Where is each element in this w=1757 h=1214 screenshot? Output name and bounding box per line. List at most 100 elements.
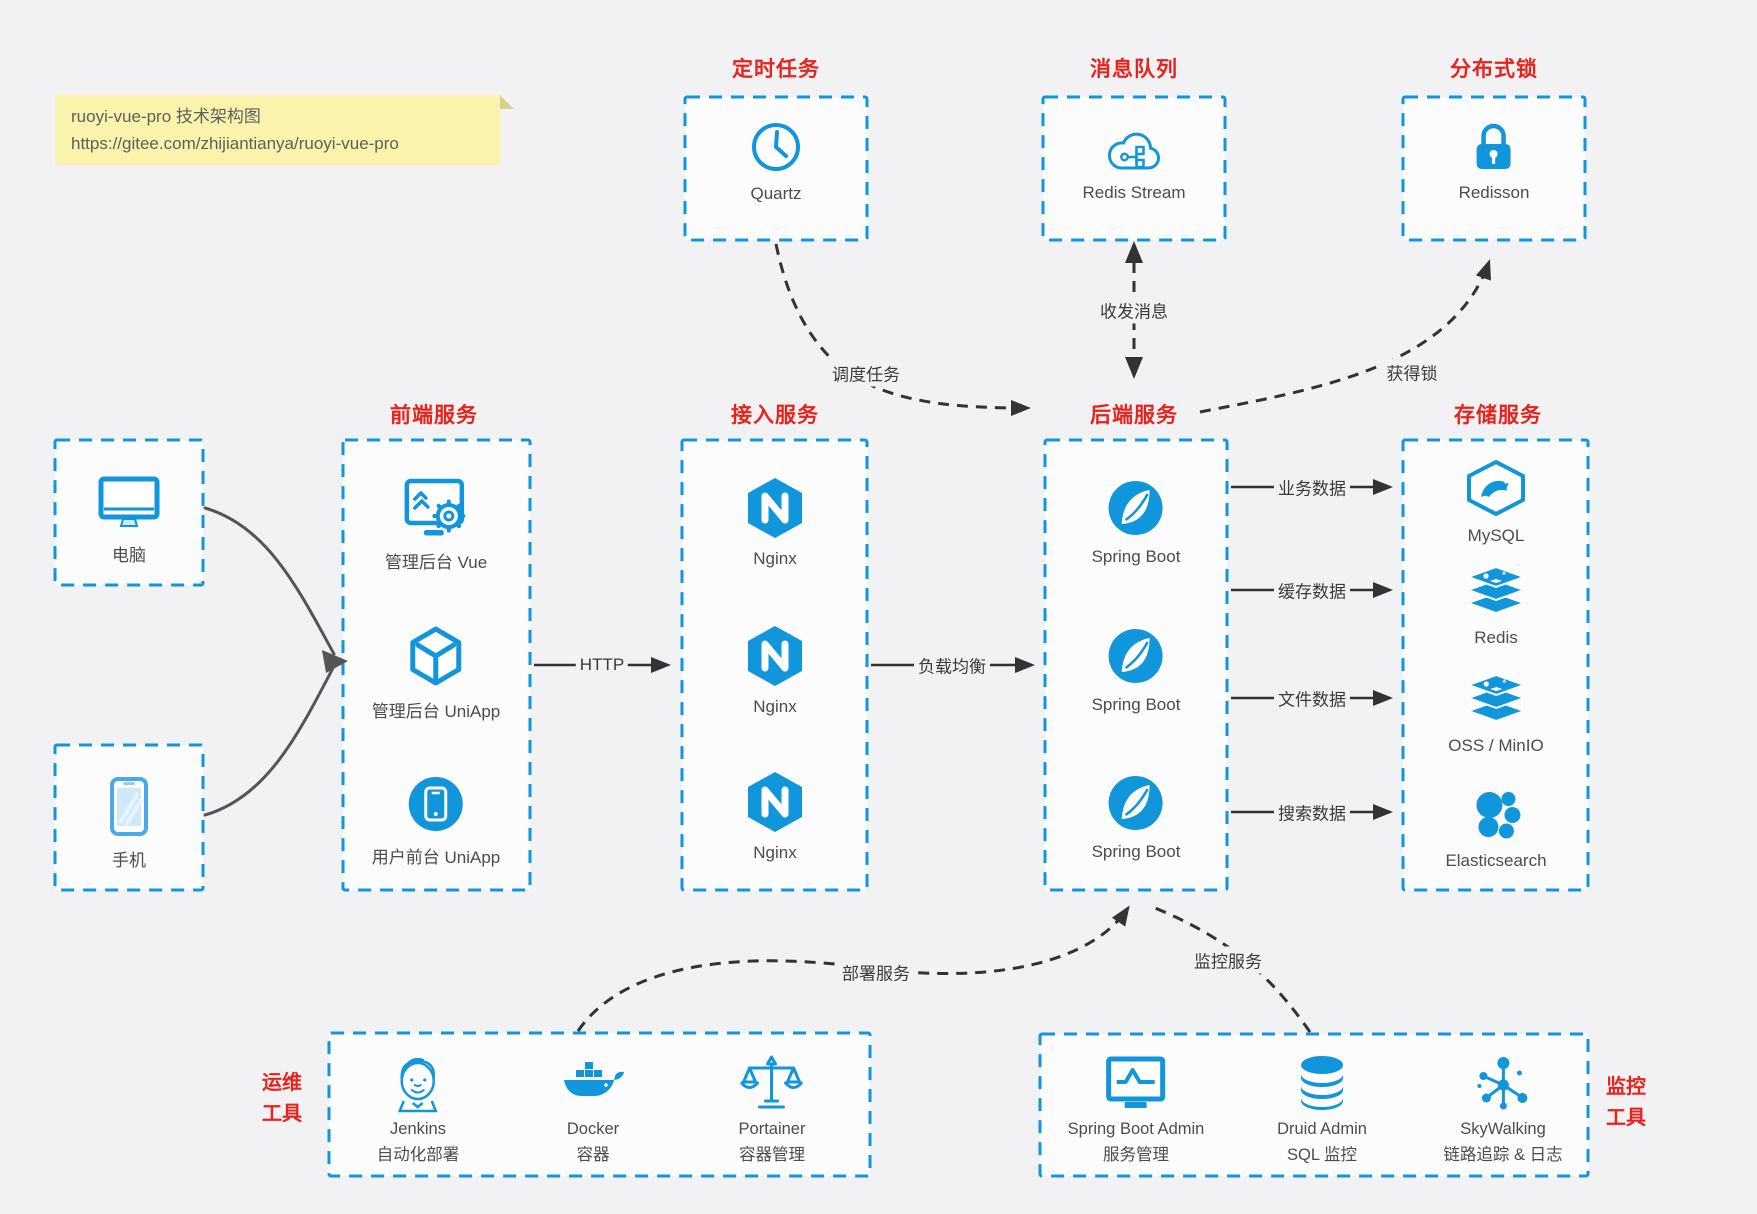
node-spring-boot-admin: Spring Boot Admin 服务管理 [1067, 1052, 1205, 1165]
title-frontend: 前端服务 [390, 404, 478, 427]
desktop-icon [98, 476, 160, 527]
tool-desc: 容器 [576, 1146, 610, 1164]
edge-label-send-receive: 收发消息 [1096, 296, 1172, 324]
tool-name: Spring Boot Admin [1067, 1120, 1205, 1138]
node-label: MySQL [1467, 526, 1525, 545]
node-redis: Redis [1464, 567, 1528, 648]
icon-slot [1104, 1052, 1168, 1114]
tool-name: Portainer [738, 1120, 806, 1138]
node-label: OSS / MinIO [1448, 736, 1544, 755]
node-label: 用户前台 UniApp [371, 848, 501, 867]
tool-desc: 链路追踪 & 日志 [1443, 1146, 1563, 1164]
clock-icon [752, 123, 800, 171]
icon-slot [560, 1052, 626, 1114]
tool-desc: 自动化部署 [376, 1146, 460, 1164]
redis-stream-icon [1108, 132, 1161, 170]
portainer-icon [740, 1055, 803, 1109]
node-druid-admin: Druid Admin SQL 监控 [1277, 1052, 1367, 1165]
title-monitoring-line1: 监控 [1606, 1076, 1646, 1098]
uniapp-cube-icon [410, 626, 462, 686]
edge-label-dispatch-job: 调度任务 [828, 359, 904, 387]
mysql-icon [1467, 460, 1525, 516]
ops-group-box [327, 1031, 872, 1178]
edge-phone-to-frontend [203, 664, 336, 817]
node-pc: 电脑 [96, 474, 162, 566]
tool-name: SkyWalking [1460, 1120, 1546, 1138]
edge-monitor-service-arrow [1149, 904, 1312, 1033]
title-ops: 运维 工具 [262, 1068, 302, 1130]
docker-icon [564, 1062, 624, 1096]
icon-slot [740, 1052, 803, 1114]
redis-stack-icon [1465, 567, 1527, 615]
title-storage: 存储服务 [1454, 404, 1542, 427]
node-mysql: MySQL [1464, 459, 1528, 546]
spring-boot-admin-icon [1106, 1056, 1166, 1108]
edge-label-acquire-lock: 获得锁 [1382, 358, 1442, 386]
node-label: Redis [1474, 628, 1518, 647]
node-springboot-1: Spring Boot [1091, 478, 1181, 567]
node-label: 管理后台 Vue [384, 553, 488, 572]
node-nginx-2: Nginx [745, 624, 805, 717]
title-ops-line2: 工具 [262, 1103, 302, 1125]
elasticsearch-icon [1475, 792, 1520, 839]
node-label: Nginx [753, 843, 797, 862]
note-title: ruoyi-vue-pro 技术架构图 [71, 107, 261, 126]
node-oss-minio: OSS / MinIO [1448, 675, 1544, 756]
title-monitoring-line2: 工具 [1606, 1107, 1646, 1129]
oss-minio-icon [1465, 675, 1527, 723]
edge-acquire-lock-arrow [1199, 259, 1491, 414]
node-label: Spring Boot [1091, 547, 1181, 566]
jenkins-icon [398, 1057, 438, 1113]
node-label: Elasticsearch [1445, 851, 1547, 870]
icon-slot [1294, 1052, 1350, 1114]
node-springboot-3: Spring Boot [1091, 773, 1181, 862]
node-label: Spring Boot [1091, 695, 1181, 714]
edge-label-file-data: 文件数据 [1274, 684, 1350, 712]
spring-boot-icon [1109, 481, 1163, 535]
node-portainer: Portainer 容器管理 [738, 1052, 806, 1165]
node-quartz: Quartz [748, 119, 804, 204]
node-label: Nginx [753, 697, 797, 716]
node-label: Spring Boot [1091, 842, 1181, 861]
note-url: https://gitee.com/zhijiantianya/ruoyi-vu… [71, 134, 399, 154]
title-ops-line1: 运维 [262, 1072, 302, 1094]
msg-arrowhead-up [1125, 241, 1143, 263]
edge-label-cache-data: 缓存数据 [1274, 576, 1350, 604]
node-nginx-1: Nginx [745, 476, 805, 569]
admin-vue-icon [404, 478, 466, 536]
icon-slot [389, 1052, 447, 1114]
node-admin-uniapp: 管理后台 UniApp [372, 624, 500, 722]
lock-icon [1477, 123, 1511, 169]
tool-desc: SQL 监控 [1287, 1146, 1357, 1164]
tool-desc: 容器管理 [738, 1146, 805, 1164]
node-jenkins: Jenkins 自动化部署 [376, 1052, 460, 1165]
user-app-icon [408, 777, 463, 831]
icon-slot [1473, 1052, 1533, 1114]
node-label: Redisson [1458, 183, 1530, 202]
node-admin-vue: 管理后台 Vue [385, 477, 487, 573]
node-label: 电脑 [112, 546, 146, 565]
node-skywalking: SkyWalking 链路追踪 & 日志 [1443, 1052, 1563, 1165]
node-elasticsearch: Elasticsearch [1445, 786, 1547, 871]
tool-desc: 服务管理 [1102, 1146, 1169, 1164]
edge-label-deploy: 部署服务 [838, 958, 914, 986]
title-backend: 后端服务 [1090, 404, 1178, 427]
edge-label-monitor: 监控服务 [1190, 946, 1266, 974]
node-label: Quartz [750, 184, 802, 203]
nginx-icon [748, 478, 802, 538]
merge-arrowhead [322, 650, 348, 673]
edge-pc-to-frontend [203, 506, 336, 656]
edge-label-http: HTTP [575, 654, 629, 676]
nginx-icon [748, 772, 802, 832]
sticky-note: ruoyi-vue-pro 技术架构图 https://gitee.com/zh… [55, 95, 514, 165]
note-fold-corner [500, 95, 514, 109]
edge-label-search-data: 搜索数据 [1274, 798, 1350, 826]
smartphone-icon [110, 777, 148, 836]
title-monitoring: 监控 工具 [1606, 1072, 1646, 1134]
node-user-uniapp: 用户前台 UniApp [372, 774, 500, 868]
nginx-icon [748, 626, 802, 686]
monitoring-group-box [1038, 1032, 1590, 1178]
node-label: 手机 [112, 851, 146, 870]
title-mq: 消息队列 [1090, 58, 1178, 81]
node-springboot-2: Spring Boot [1091, 626, 1181, 715]
